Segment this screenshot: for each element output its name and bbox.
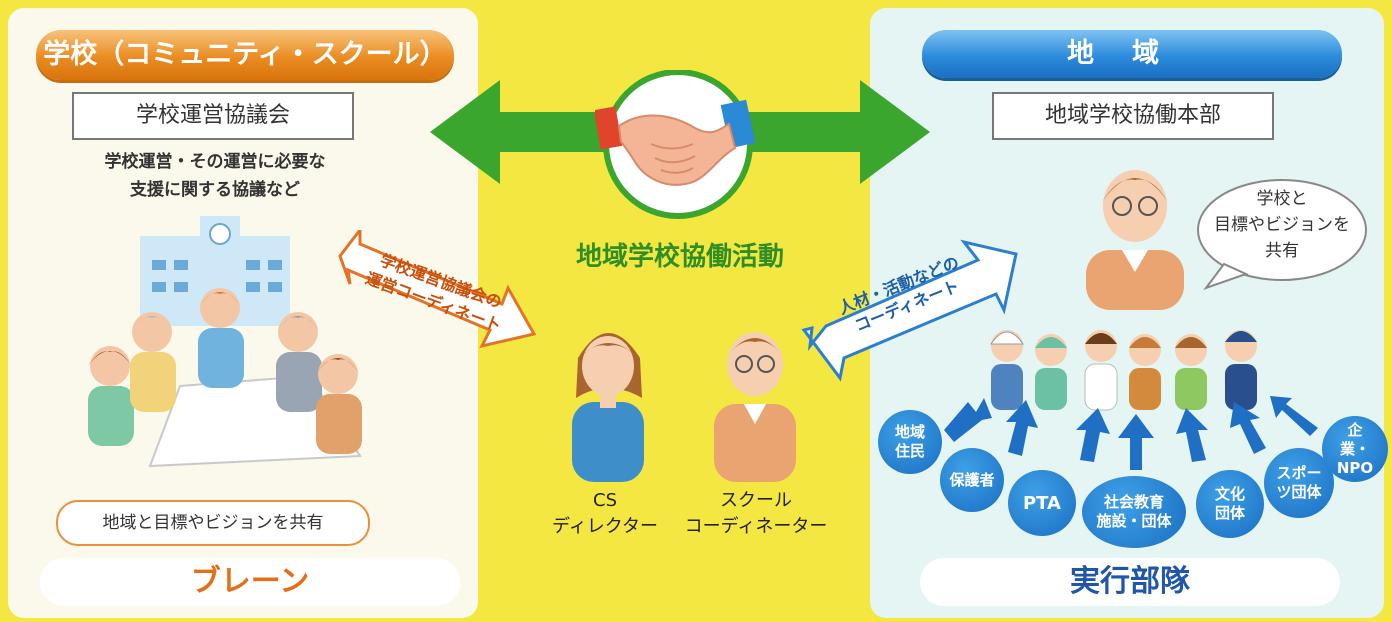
group-guardians-label: 保護者 — [949, 470, 995, 489]
region-coordinator-figure — [1086, 170, 1184, 310]
cs-label-line2: ディレクター — [551, 516, 659, 537]
speech-line3: 共有 — [1265, 241, 1299, 261]
hq-box: 地域学校協働本部 — [992, 92, 1274, 140]
brain-label: ブレーン — [40, 558, 460, 606]
school-coordinator-label: スクール コーディネーター — [666, 488, 846, 540]
group-social-line1: 社会教育 — [1103, 493, 1164, 511]
right-coordinate-arrow — [801, 239, 1018, 382]
group-company-label: 企業・NPO — [1336, 420, 1374, 477]
school-header: 学校（コミュニティ・スクール） — [36, 30, 454, 80]
speech-line1: 学校と — [1256, 189, 1308, 209]
group-company: 企業・NPO — [1322, 416, 1388, 482]
group-residents: 地域住民 — [878, 410, 942, 474]
group-residents-label: 地域住民 — [894, 423, 925, 460]
cs-director-figure — [572, 333, 644, 482]
school-coordinator-figure — [714, 332, 796, 482]
council-desc-line1: 学校運営・その運営に必要な — [104, 152, 326, 172]
meeting-illustration — [88, 216, 362, 468]
speech-bubble — [1197, 179, 1367, 291]
share-bubble: 地域と目標やビジョンを共有 — [56, 500, 370, 546]
group-arrows — [944, 396, 1318, 470]
coord-label-line1: スクール — [720, 490, 792, 511]
speech-line2: 目標やビジョンを — [1214, 215, 1350, 235]
cs-label-line1: CS — [593, 490, 617, 511]
left-coordinate-arrow — [338, 230, 537, 349]
cs-director-label: CS ディレクター — [530, 488, 680, 540]
speech-text: 学校と 目標やビジョンを 共有 — [1200, 186, 1364, 264]
group-culture: 文化団体 — [1196, 470, 1264, 538]
exec-label: 実行部隊 — [920, 558, 1340, 606]
group-social-line2: 施設・団体 — [1096, 512, 1172, 530]
group-pta: PTA — [1008, 470, 1076, 536]
activity-title: 地域学校協働活動 — [575, 242, 784, 272]
group-sports-label: スポーツ団体 — [1276, 464, 1322, 501]
handshake-icon — [595, 99, 756, 186]
group-pta-label: PTA — [1022, 492, 1061, 514]
coord-label-line2: コーディネーター — [684, 516, 828, 537]
council-description: 学校運営・その運営に必要な 支援に関する協議など — [60, 148, 370, 204]
group-culture-label: 文化団体 — [1214, 485, 1245, 522]
group-sports: スポーツ団体 — [1264, 448, 1334, 518]
council-desc-line2: 支援に関する協議など — [130, 180, 300, 200]
group-social: 社会教育 施設・団体 — [1082, 476, 1186, 548]
group-guardians: 保護者 — [940, 448, 1004, 512]
community-members — [990, 330, 1257, 411]
region-header: 地域 — [922, 30, 1342, 78]
council-box: 学校運営協議会 — [72, 92, 354, 140]
